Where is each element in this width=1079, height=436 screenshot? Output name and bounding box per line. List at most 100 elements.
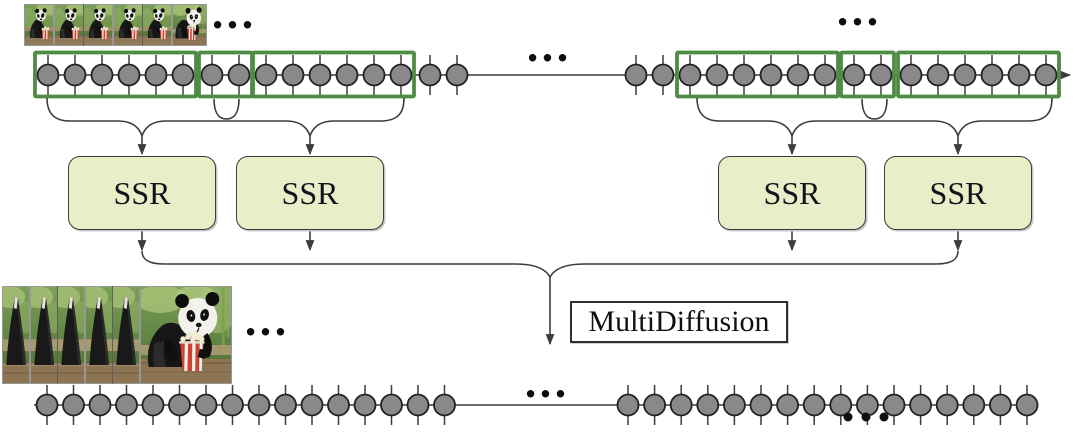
top-frame-nodes [36, 63, 1058, 87]
latent-node [115, 393, 138, 417]
multidiffusion-block: MultiDiffusion [570, 301, 788, 343]
video-frame [114, 5, 142, 45]
latent-node [869, 63, 893, 87]
latent-node [335, 63, 359, 87]
latent-node [418, 63, 442, 87]
latent-node [813, 63, 837, 87]
brace-right-1 [696, 97, 793, 137]
latent-node [221, 393, 244, 417]
overlap-arc-right [861, 98, 888, 120]
ssr-block-1: SSR [68, 156, 216, 230]
brace-left-3 [309, 97, 405, 137]
latent-node [254, 63, 278, 87]
ellipsis-top-left: ... [210, 0, 256, 38]
latent-node [63, 63, 87, 87]
latent-node [1007, 63, 1031, 87]
ellipsis-dot [861, 412, 871, 422]
window-group-box [675, 50, 840, 99]
latent-node [842, 63, 866, 87]
latent-node [759, 63, 783, 87]
ssr-label: SSR [929, 174, 987, 211]
output-frame-strip [3, 287, 231, 383]
ellipsis-bottom-middle: ... [523, 360, 569, 407]
latent-node [389, 63, 413, 87]
latent-node [168, 393, 191, 417]
latent-node [856, 393, 879, 417]
latent-node [362, 63, 386, 87]
ssr-label: SSR [763, 174, 821, 211]
window-group-box [896, 50, 1061, 99]
latent-node [281, 63, 305, 87]
window-group-box [839, 50, 896, 99]
ssr-block-2: SSR [236, 156, 384, 230]
ssr-label: SSR [113, 174, 171, 211]
latent-node [705, 63, 729, 87]
latent-node [274, 393, 297, 417]
latent-node [909, 393, 932, 417]
latent-node [696, 393, 720, 417]
latent-node [732, 63, 756, 87]
video-frame [143, 5, 171, 45]
latent-node [327, 393, 350, 417]
latent-node [308, 63, 332, 87]
latent-node [899, 63, 923, 87]
latent-node [194, 393, 218, 417]
latent-node [171, 63, 195, 87]
brace-right-2 [791, 120, 959, 137]
latent-node [935, 393, 959, 417]
latent-node [669, 393, 693, 417]
latent-node [36, 63, 60, 87]
latent-node [926, 63, 950, 87]
latent-node [300, 393, 324, 417]
video-frame [25, 5, 53, 45]
ellipsis-bottom-left: ... [243, 298, 289, 345]
latent-node [406, 393, 430, 417]
input-frame-strip [25, 5, 206, 45]
ssr-label: SSR [281, 174, 339, 211]
video-frame [58, 287, 84, 383]
collector-line [141, 250, 959, 279]
latent-node [616, 393, 640, 417]
latent-node [624, 63, 648, 87]
ellipsis-top-right: ... [835, 0, 881, 35]
window-group-box [251, 50, 416, 99]
bottom-frame-nodes [35, 393, 1039, 417]
latent-node [144, 63, 168, 87]
video-frame [55, 5, 83, 45]
latent-node [829, 393, 853, 417]
latent-node [962, 393, 986, 417]
window-group-boxes [33, 50, 1061, 99]
video-frame [31, 287, 57, 383]
ellipsis-dot [879, 412, 889, 422]
latent-node [380, 393, 403, 417]
latent-node [749, 393, 773, 417]
latent-node [953, 63, 977, 87]
latent-node [651, 63, 675, 87]
latent-node [141, 393, 165, 417]
ellipsis-dot [843, 412, 853, 422]
latent-node [247, 393, 271, 417]
latent-node [433, 393, 456, 417]
latent-node [802, 393, 826, 417]
latent-node [445, 63, 469, 87]
ssr-block-3: SSR [718, 156, 866, 230]
overlap-arc-left [213, 98, 240, 120]
latent-node [88, 393, 112, 417]
brace-right-3 [957, 97, 1053, 137]
window-group-box [33, 50, 198, 99]
bottom-inline-ellipsis [843, 412, 889, 422]
latent-node [882, 393, 906, 417]
video-frame [84, 5, 112, 45]
latent-node [90, 63, 114, 87]
latent-node [1015, 393, 1039, 417]
latent-node [678, 63, 702, 87]
latent-node [35, 393, 59, 417]
latent-node [776, 393, 799, 417]
video-frame [86, 287, 112, 383]
latent-node [989, 393, 1012, 417]
video-frame [113, 287, 139, 383]
latent-node [786, 63, 810, 87]
latent-node [980, 63, 1004, 87]
